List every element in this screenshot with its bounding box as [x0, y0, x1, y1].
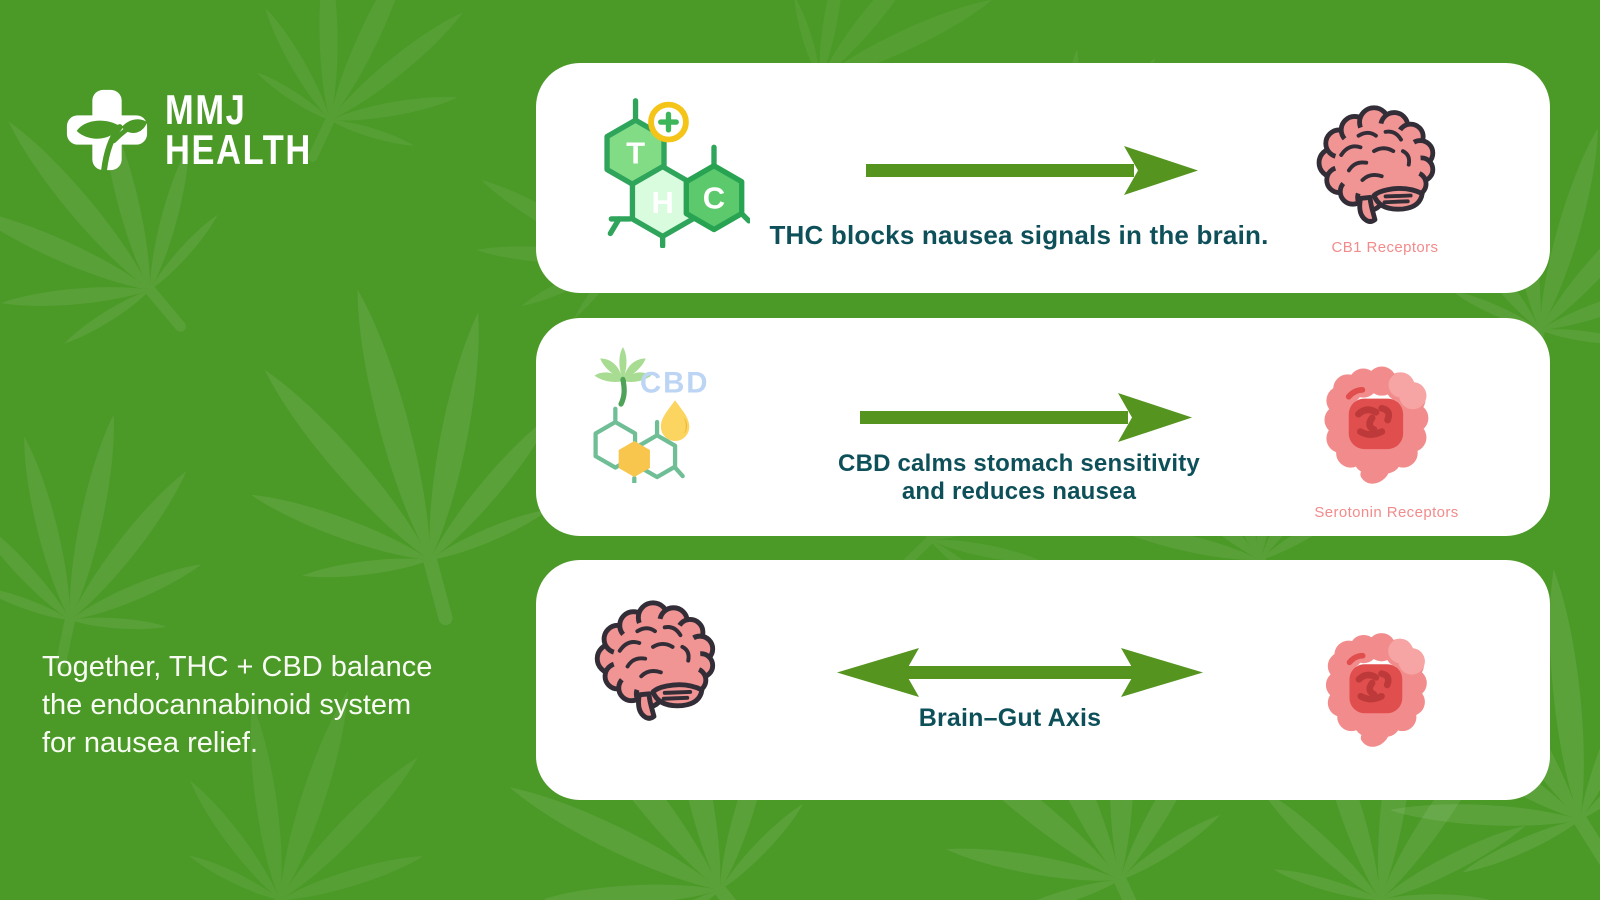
brain-icon: [1305, 101, 1443, 236]
brand-logo: MMJ HEALTH: [63, 86, 344, 174]
right-arrow-icon: [860, 393, 1192, 442]
thc-letter-t: T: [626, 136, 645, 171]
brand-name-line1: MMJ: [165, 86, 247, 133]
cb1-receptors-label: CB1 Receptors: [1331, 239, 1439, 256]
brain-icon: [583, 596, 723, 733]
cbd-label: CBD: [640, 367, 709, 400]
serotonin-receptors-label: Serotonin Receptors: [1314, 504, 1459, 521]
card-thc-text: THC blocks nausea signals in the brain.: [769, 220, 1269, 250]
card-cbd-text-line1: CBD calms stomach sensitivity: [838, 450, 1200, 477]
card-axis-text: Brain–Gut Axis: [918, 704, 1102, 732]
card-brain-gut-axis: Brain–Gut Axis: [536, 560, 1550, 800]
summary-line1: Together, THC + CBD balance: [42, 651, 433, 683]
thc-letter-h: H: [651, 185, 673, 220]
summary-line2: the endocannabinoid system: [42, 689, 412, 721]
medical-cross-leaf-icon: [66, 89, 148, 174]
thc-letter-c: C: [703, 180, 725, 215]
cbd-molecule-icon: CBD: [593, 347, 709, 483]
double-arrow-icon: [837, 648, 1203, 697]
card-cbd: CBD CBD calms stomach sensitivity and re…: [536, 318, 1550, 536]
card-thc: T H C THC blocks nausea signals in the b…: [536, 63, 1550, 293]
thc-molecule-icon: T H C: [604, 98, 750, 248]
right-arrow-icon: [866, 146, 1198, 195]
intestines-icon: [1308, 610, 1440, 758]
brand-name-line2: HEALTH: [165, 126, 312, 173]
intestines-icon: [1306, 346, 1442, 492]
card-cbd-text-line2: and reduces nausea: [901, 478, 1137, 505]
summary-line3: for nausea relief.: [42, 727, 259, 759]
card-cbd-text: CBD calms stomach sensitivity and reduce…: [769, 450, 1269, 506]
summary-text: Together, THC + CBD balance the endocann…: [42, 648, 512, 762]
